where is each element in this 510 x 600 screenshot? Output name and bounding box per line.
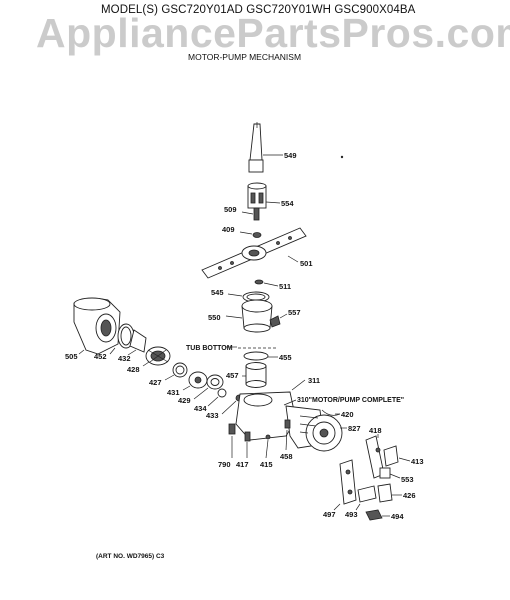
callout-429: 429: [178, 396, 191, 405]
callout-452: 452: [94, 352, 107, 361]
part-428-impeller[interactable]: [145, 346, 171, 366]
callout-557: 557: [288, 308, 301, 317]
part-553-switch[interactable]: [379, 467, 391, 479]
callout-418: 418: [369, 426, 382, 435]
callout-420: 420: [341, 410, 354, 419]
callout-428: 428: [127, 365, 140, 374]
art-number: (ART NO. WD7965) C3: [96, 553, 165, 560]
part-432-hose[interactable]: [129, 329, 147, 353]
callout-409: 409: [222, 225, 235, 234]
part-458-screw[interactable]: [284, 419, 291, 429]
part-549-spray-tube[interactable]: [248, 122, 264, 173]
callout-509: 509: [224, 205, 237, 214]
part-509-screw[interactable]: [253, 207, 260, 221]
part-429-cover[interactable]: [206, 374, 224, 390]
tub-bottom-label: TUB BOTTOM: [186, 345, 233, 352]
callout-415: 415: [260, 460, 273, 469]
callout-827: 827: [348, 424, 361, 433]
callout-458: 458: [280, 452, 293, 461]
part-420-wire[interactable]: [321, 409, 341, 416]
callout-501: 501: [300, 259, 313, 268]
part-427-seal[interactable]: [172, 362, 188, 378]
part-511-ring[interactable]: [254, 279, 264, 285]
part-494-pad[interactable]: [365, 509, 383, 521]
part-505-sump[interactable]: [73, 297, 121, 355]
part-557-clip[interactable]: [269, 315, 281, 328]
callout-549: 549: [284, 151, 297, 160]
callout-553: 553: [401, 475, 414, 484]
part-497-mount[interactable]: [339, 459, 357, 505]
watermark: AppliancePartsPros.com: [36, 10, 510, 56]
model-numbers: MODEL(S) GSC720Y01AD GSC720Y01WH GSC900X…: [101, 4, 416, 16]
callout-427: 427: [149, 378, 162, 387]
part-431-plate[interactable]: [188, 371, 208, 389]
part-457-collar[interactable]: [245, 362, 267, 388]
part-554-nut[interactable]: [247, 182, 267, 209]
part-493-clip[interactable]: [357, 485, 377, 503]
part-409-washer[interactable]: [252, 232, 262, 238]
callout-433: 433: [206, 411, 219, 420]
diagram-title: MOTOR-PUMP MECHANISM: [188, 52, 302, 62]
part-417-screw[interactable]: [244, 431, 251, 442]
callout-417: 417: [236, 460, 249, 469]
callout-431: 431: [167, 388, 180, 397]
callout-497: 497: [323, 510, 336, 519]
part-310-motor-pump-assembly[interactable]: [235, 391, 343, 452]
part-455-gasket[interactable]: [243, 351, 269, 361]
callout-413: 413: [411, 457, 424, 466]
callout-550: 550: [208, 313, 221, 322]
part-415-screw[interactable]: [265, 434, 271, 440]
part-434-gasket[interactable]: [217, 388, 227, 398]
callout-434: 434: [194, 404, 207, 413]
motor-pump-complete-label: 310"MOTOR/PUMP COMPLETE": [297, 397, 404, 404]
callout-493: 493: [345, 510, 358, 519]
callout-457: 457: [226, 371, 239, 380]
part-426-bracket[interactable]: [377, 483, 393, 503]
callout-545: 545: [211, 288, 224, 297]
part-501-spray-arm[interactable]: [201, 227, 307, 279]
callout-505: 505: [65, 352, 78, 361]
callout-494: 494: [391, 512, 404, 521]
part-550-housing[interactable]: [241, 299, 273, 333]
callout-554: 554: [281, 199, 294, 208]
callout-790: 790: [218, 460, 231, 469]
callout-455: 455: [279, 353, 292, 362]
callout-426: 426: [403, 491, 416, 500]
callout-511: 511: [279, 282, 291, 291]
part-545-gasket[interactable]: [242, 291, 270, 303]
part-790-screw[interactable]: [228, 423, 236, 435]
callout-311: 311: [308, 376, 320, 385]
callout-432: 432: [118, 354, 131, 363]
